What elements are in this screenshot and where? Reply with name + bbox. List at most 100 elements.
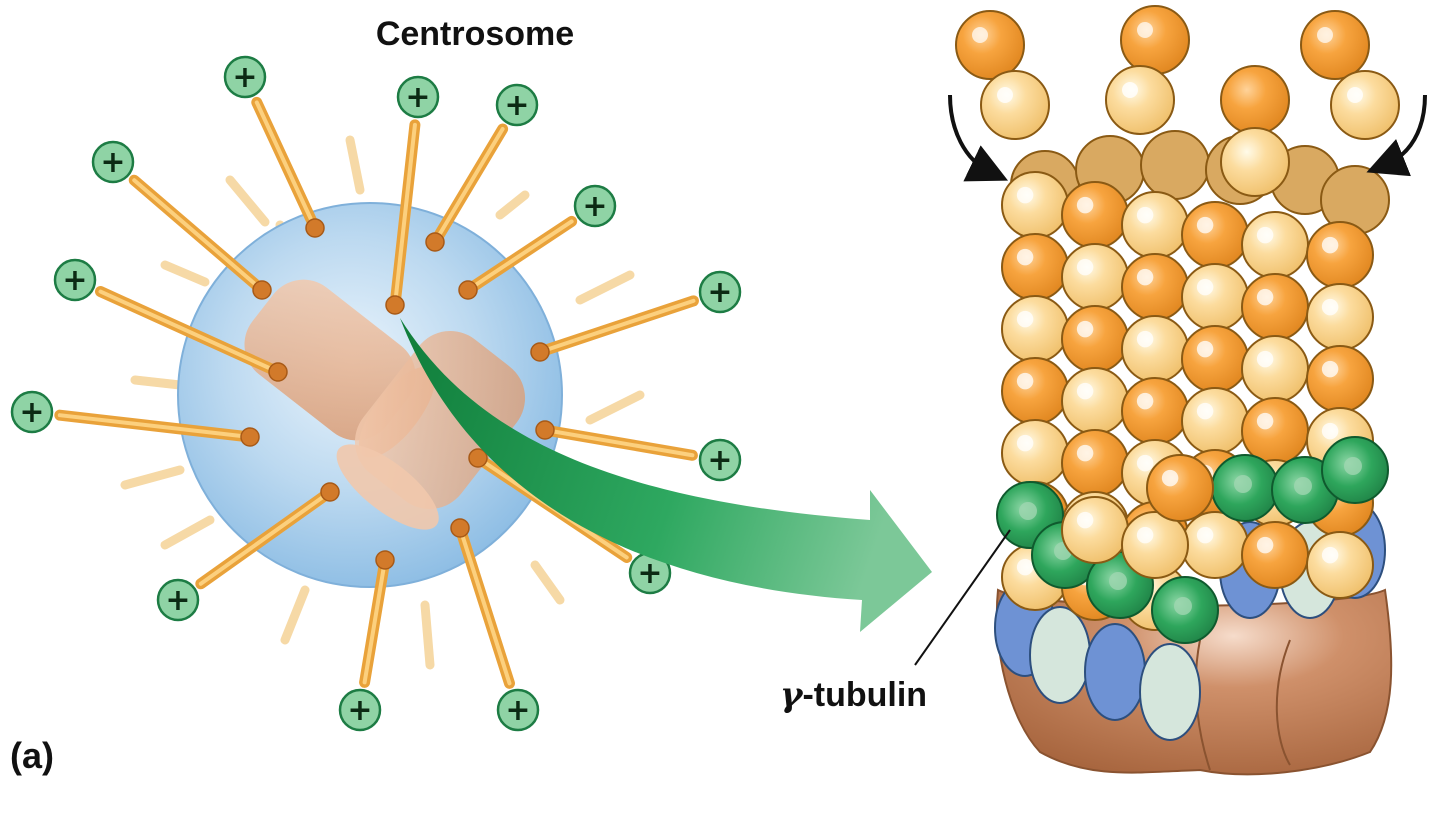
faint-microtubule xyxy=(495,190,530,220)
beta-tubulin xyxy=(955,10,1025,80)
beta-tubulin xyxy=(1001,233,1069,301)
beta-tubulin xyxy=(1061,181,1129,249)
tubulin-subunit xyxy=(1121,511,1189,579)
gamma-tubulin-label: γ-tubulin xyxy=(780,675,927,715)
alpha-tubulin xyxy=(1121,315,1189,383)
tubulin-subunit xyxy=(1146,454,1214,522)
plus-sign: + xyxy=(347,693,372,728)
curved-arrow-left xyxy=(948,94,1009,182)
plus-sign: + xyxy=(62,263,87,298)
faint-microtubule xyxy=(225,175,270,227)
gamma-symbol: γ xyxy=(780,675,804,715)
beta-tubulin xyxy=(1220,65,1290,135)
plus-end-badge xyxy=(156,578,200,622)
ring-protein xyxy=(1029,606,1091,704)
faint-microtubule xyxy=(120,465,185,490)
plus-sign: + xyxy=(707,275,732,310)
plus-sign: + xyxy=(405,80,430,115)
plus-end-badge xyxy=(698,270,742,314)
ring-protein xyxy=(1084,623,1146,721)
tubulin-subunit xyxy=(1061,496,1129,564)
minus-end xyxy=(375,550,395,570)
plus-end-badge xyxy=(10,390,54,434)
plus-end-badge xyxy=(396,75,440,119)
plus-end-badge xyxy=(338,688,382,732)
alpha-tubulin xyxy=(1181,511,1249,579)
alpha-tubulin xyxy=(1241,211,1309,279)
tubulin-dimers xyxy=(955,5,1400,197)
alpha-tubulin xyxy=(1220,127,1290,197)
beta-tubulin xyxy=(1306,221,1374,289)
gamma-tubulin-pointer xyxy=(914,529,1011,666)
alpha-tubulin xyxy=(1001,295,1069,363)
minus-end xyxy=(450,518,470,538)
alpha-tubulin xyxy=(1061,367,1129,435)
centrosome-label: Centrosome xyxy=(376,15,574,53)
beta-tubulin xyxy=(1241,397,1309,465)
minus-end xyxy=(530,342,550,362)
minus-end xyxy=(468,448,488,468)
minus-end xyxy=(252,280,272,300)
beta-tubulin xyxy=(1241,273,1309,341)
plus-end-badge xyxy=(91,140,135,184)
beta-tubulin xyxy=(1121,377,1189,445)
plus-end-badge xyxy=(698,438,742,482)
beta-tubulin xyxy=(1061,429,1129,497)
beta-tubulin xyxy=(1181,325,1249,393)
plus-sign: + xyxy=(637,556,662,591)
faint-microtubule xyxy=(160,515,215,550)
alpha-tubulin xyxy=(1330,70,1400,140)
faint-microtubule xyxy=(280,585,310,645)
faint-microtubule xyxy=(160,260,210,287)
alpha-tubulin xyxy=(1181,387,1249,455)
minus-end xyxy=(425,232,445,252)
alpha-tubulin xyxy=(1241,335,1309,403)
faint-microtubule xyxy=(575,270,635,305)
faint-microtubule xyxy=(420,600,435,670)
minus-end xyxy=(385,295,405,315)
plus-sign: + xyxy=(504,88,529,123)
beta-tubulin xyxy=(1001,357,1069,425)
beta-tubulin xyxy=(1241,521,1309,589)
ring-protein xyxy=(1139,643,1201,741)
microtubule-lattice xyxy=(996,130,1390,644)
plus-ends: +++++++++++++ xyxy=(10,55,742,732)
alpha-tubulin xyxy=(1306,283,1374,351)
plus-sign: + xyxy=(165,583,190,618)
beta-tubulin xyxy=(1306,345,1374,413)
plus-sign: + xyxy=(232,60,257,95)
microtubule-closeup xyxy=(914,5,1427,776)
alpha-tubulin xyxy=(1001,171,1069,239)
faint-microtubule xyxy=(530,560,565,605)
alpha-tubulin xyxy=(1061,243,1129,311)
faint-microtubule xyxy=(130,375,185,390)
curved-arrow-right xyxy=(1366,94,1427,177)
plus-sign: + xyxy=(582,189,607,224)
plus-sign: + xyxy=(505,693,530,728)
zoom-arrow xyxy=(400,318,932,632)
plus-sign: + xyxy=(19,395,44,430)
alpha-tubulin xyxy=(1001,419,1069,487)
beta-tubulin xyxy=(1120,5,1190,75)
beta-tubulin xyxy=(1300,10,1370,80)
beta-tubulin xyxy=(1061,305,1129,373)
minus-end xyxy=(268,362,288,382)
minus-end xyxy=(305,218,325,238)
alpha-tubulin xyxy=(980,70,1050,140)
centrosome-panel: +++++++++++++ xyxy=(10,55,742,732)
plus-sign: + xyxy=(100,145,125,180)
alpha-tubulin xyxy=(1121,191,1189,259)
alpha-tubulin xyxy=(1306,531,1374,599)
minus-end xyxy=(535,420,555,440)
plus-end-badge xyxy=(496,688,540,732)
plus-end-badge xyxy=(573,184,617,228)
minus-end xyxy=(240,427,260,447)
gamma-tubulin-text: -tubulin xyxy=(802,676,927,714)
faint-microtubule xyxy=(585,390,645,425)
plus-end-badge xyxy=(495,83,539,127)
panel-label: (a) xyxy=(10,735,54,776)
beta-tubulin xyxy=(1181,201,1249,269)
alpha-tubulin xyxy=(1181,263,1249,331)
minus-end xyxy=(320,482,340,502)
